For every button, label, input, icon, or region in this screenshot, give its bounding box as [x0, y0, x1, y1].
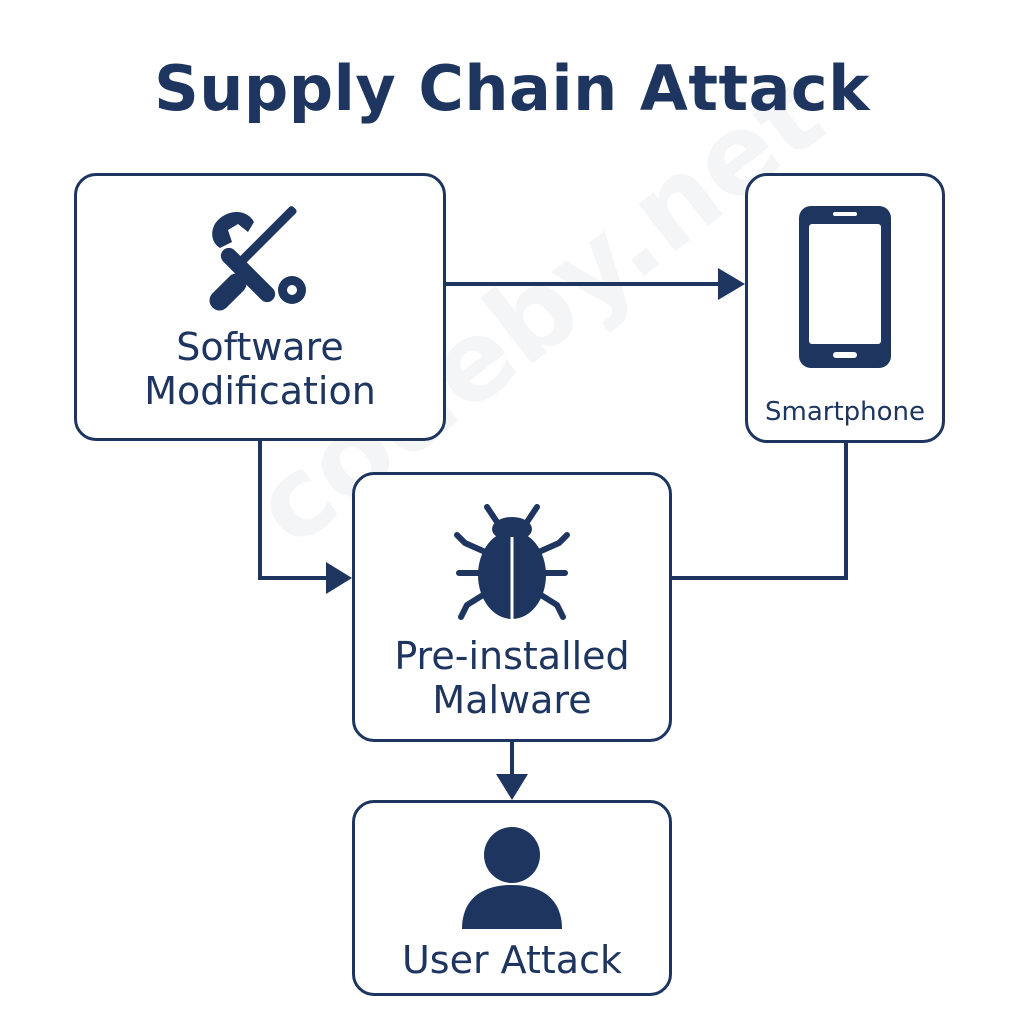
wrench-screwdriver-icon — [77, 202, 443, 314]
arrowhead-smartphone — [718, 268, 745, 300]
arrowhead-malware — [326, 562, 352, 594]
user-attack-label: User Attack — [401, 938, 622, 982]
smartphone-icon — [748, 204, 942, 370]
arrowhead-user — [496, 774, 528, 800]
malware-label-line1: Pre-installed — [394, 634, 630, 678]
software-modification-label: Software Modification — [77, 325, 443, 413]
smartphone-label: Smartphone — [764, 397, 925, 427]
user-attack-box: User Attack — [352, 800, 672, 996]
software-label-line2: Modification — [144, 368, 376, 413]
bug-icon — [355, 499, 669, 623]
diagram-title: Supply Chain Attack — [154, 52, 870, 125]
arrow-software-to-malware — [258, 441, 328, 580]
malware-label-line2: Malware — [432, 677, 592, 722]
software-label-line1: Software — [176, 325, 344, 369]
user-icon — [355, 825, 669, 929]
software-modification-box: Software Modification — [74, 173, 446, 441]
smartphone-box: Smartphone — [745, 173, 945, 443]
pre-installed-malware-label: Pre-installed Malware — [355, 634, 669, 722]
line-smartphone-to-malware — [672, 443, 848, 580]
pre-installed-malware-box: Pre-installed Malware — [352, 472, 672, 742]
